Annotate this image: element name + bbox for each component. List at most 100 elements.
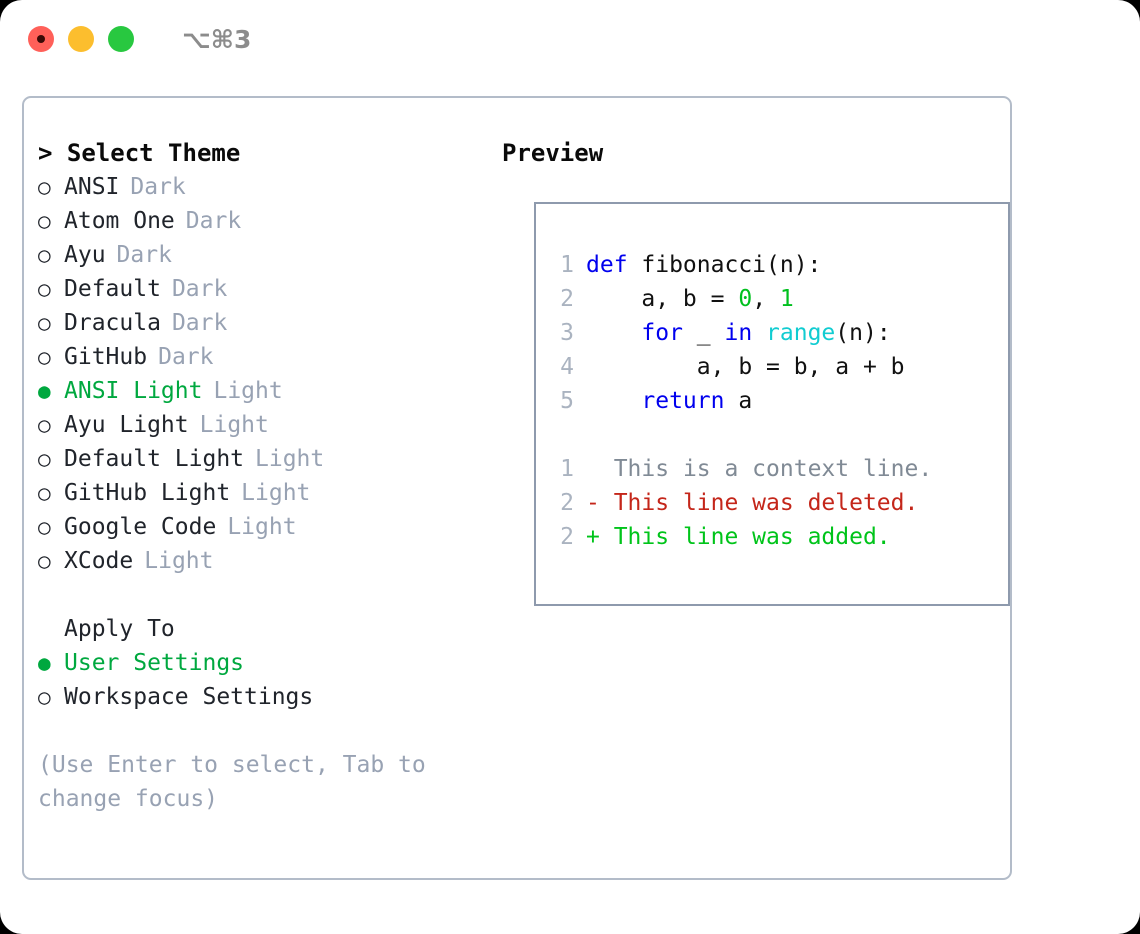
- radio-unselected-icon: ○: [38, 515, 51, 539]
- code-line: 3 for _ in range(n):: [548, 316, 1008, 350]
- code-token: in: [724, 320, 753, 346]
- diff-text: This line was added.: [599, 524, 891, 550]
- line-number: 2: [560, 524, 574, 550]
- radio-selected-icon: ●: [38, 651, 51, 675]
- theme-variant-label: Light: [199, 412, 269, 438]
- theme-option-github-light[interactable]: ○ GitHub Light Light: [38, 476, 478, 510]
- apply-to-heading: Apply To: [64, 616, 175, 642]
- theme-name: GitHub: [64, 344, 148, 370]
- apply-to-list[interactable]: ● User Settings ○ Workspace Settings: [38, 646, 478, 714]
- theme-option-google-code[interactable]: ○ Google Code Light: [38, 510, 478, 544]
- diff-line-del: 2- This line was deleted.: [548, 486, 1008, 520]
- code-token: return: [641, 388, 725, 414]
- theme-name: Atom One: [64, 208, 175, 234]
- code-token: 0: [738, 286, 753, 312]
- diff-text: This is a context line.: [599, 456, 933, 482]
- code-token: _: [682, 320, 725, 346]
- line-number: 3: [560, 320, 574, 346]
- diff-marker: [586, 456, 600, 482]
- theme-name: Ayu: [64, 242, 106, 268]
- apply-to-option-user-settings[interactable]: ● User Settings: [38, 646, 478, 680]
- line-number: 1: [560, 252, 574, 278]
- theme-name: Default Light: [64, 446, 245, 472]
- theme-name: ANSI Light: [64, 378, 203, 404]
- code-token: 1: [779, 286, 794, 312]
- radio-unselected-icon: ○: [38, 447, 51, 471]
- code-token: range: [766, 320, 836, 346]
- radio-unselected-icon: ○: [38, 481, 51, 505]
- diff-marker: +: [586, 524, 600, 550]
- radio-unselected-icon: ○: [38, 345, 51, 369]
- code-token: a, b =: [586, 286, 739, 312]
- line-number: 4: [560, 354, 574, 380]
- apply-to-label: Workspace Settings: [64, 684, 314, 710]
- apply-to-label: User Settings: [64, 650, 245, 676]
- theme-variant-label: Dark: [116, 242, 172, 268]
- theme-name: GitHub Light: [64, 480, 231, 506]
- code-token: fibonacci(n):: [627, 252, 822, 278]
- code-token: a, b = b, a + b: [586, 354, 905, 380]
- code-line: 5 return a: [548, 384, 1008, 418]
- code-token: [752, 320, 766, 346]
- radio-unselected-icon: ○: [38, 209, 51, 233]
- theme-variant-label: Dark: [185, 208, 242, 234]
- theme-option-atom-one[interactable]: ○ Atom One Dark: [38, 204, 478, 238]
- theme-name: Ayu Light: [64, 412, 189, 438]
- line-number: 5: [560, 388, 574, 414]
- code-token: for: [641, 320, 683, 346]
- theme-variant-label: Dark: [130, 174, 186, 200]
- diff-marker: -: [586, 490, 600, 516]
- code-token: ,: [752, 286, 780, 312]
- close-button[interactable]: [28, 26, 54, 52]
- theme-variant-label: Dark: [171, 310, 228, 336]
- code-token: (n):: [835, 320, 891, 346]
- radio-selected-icon: ●: [38, 379, 51, 403]
- theme-option-default-light[interactable]: ○ Default Light Light: [38, 442, 478, 476]
- radio-unselected-icon: ○: [38, 243, 51, 267]
- theme-variant-label: Light: [227, 514, 297, 540]
- code-line: 2 a, b = 0, 1: [548, 282, 1008, 316]
- line-number: 2: [560, 286, 574, 312]
- diff-text: This line was deleted.: [599, 490, 919, 516]
- line-number: 1: [560, 456, 574, 482]
- theme-name: Google Code: [64, 514, 217, 540]
- keyboard-shortcut-label: ⌥⌘3: [182, 24, 252, 54]
- theme-variant-label: Light: [241, 480, 311, 506]
- keyboard-hint-text: (Use Enter to select, Tab to change focu…: [38, 752, 426, 812]
- maximize-button[interactable]: [108, 26, 134, 52]
- preview-heading: Preview: [502, 139, 604, 167]
- code-token: [586, 320, 641, 346]
- titlebar: ⌥⌘3: [0, 0, 1140, 78]
- apply-to-option-workspace-settings[interactable]: ○ Workspace Settings: [38, 680, 478, 714]
- theme-variant-label: Dark: [158, 344, 214, 370]
- radio-unselected-icon: ○: [38, 277, 51, 301]
- diff-line-add: 2 + This line was added.: [548, 520, 1008, 554]
- theme-option-ansi-light[interactable]: ● ANSI Light Light: [38, 374, 478, 408]
- theme-variant-label: Light: [255, 446, 325, 472]
- code-token: def: [586, 252, 628, 278]
- theme-name: ANSI: [64, 174, 120, 200]
- code-line: 1 def fibonacci(n):: [548, 248, 1008, 282]
- theme-name: XCode: [64, 548, 134, 574]
- diff-sample: 1 This is a context line.2- This line wa…: [548, 452, 1008, 554]
- diff-line-context: 1 This is a context line.: [548, 452, 1008, 486]
- theme-option-github[interactable]: ○ GitHub Dark: [38, 340, 478, 374]
- theme-variant-label: Light: [213, 378, 283, 404]
- theme-name: Dracula: [64, 310, 161, 336]
- radio-unselected-icon: ○: [38, 685, 51, 709]
- theme-option-ayu[interactable]: ○ Ayu Dark: [38, 238, 478, 272]
- theme-variant-label: Dark: [171, 276, 228, 302]
- theme-variant-label: Light: [144, 548, 214, 574]
- minimize-button[interactable]: [68, 26, 94, 52]
- code-token: a: [724, 388, 753, 414]
